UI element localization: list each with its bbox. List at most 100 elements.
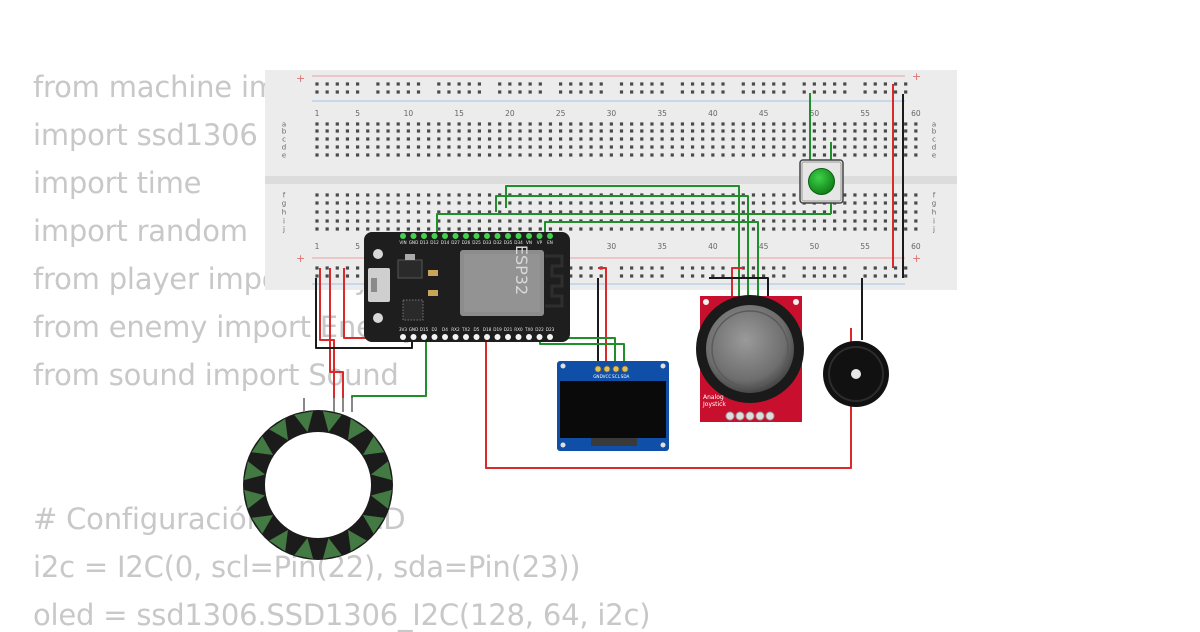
esp32-pin-bottom[interactable] bbox=[442, 334, 448, 340]
rail-hole[interactable] bbox=[833, 82, 837, 86]
breadboard-hole[interactable] bbox=[345, 227, 350, 231]
breadboard-hole[interactable] bbox=[812, 129, 816, 133]
breadboard-hole[interactable] bbox=[883, 129, 887, 133]
breadboard-hole[interactable] bbox=[893, 219, 898, 223]
breadboard-hole[interactable] bbox=[569, 210, 573, 214]
rail-hole[interactable] bbox=[843, 82, 847, 86]
rail-hole[interactable] bbox=[619, 274, 624, 278]
rail-hole[interactable] bbox=[650, 90, 654, 94]
rail-hole[interactable] bbox=[538, 90, 542, 94]
breadboard-hole[interactable] bbox=[751, 137, 756, 141]
breadboard-hole[interactable] bbox=[437, 137, 441, 141]
breadboard-hole[interactable] bbox=[650, 137, 654, 141]
breadboard-hole[interactable] bbox=[498, 137, 502, 141]
breadboard-hole[interactable] bbox=[609, 137, 613, 141]
rail-hole[interactable] bbox=[356, 90, 360, 94]
esp32-pin-bottom[interactable] bbox=[410, 334, 417, 340]
breadboard-hole[interactable] bbox=[427, 219, 431, 223]
breadboard-hole[interactable] bbox=[396, 145, 400, 149]
breadboard-hole[interactable] bbox=[569, 201, 573, 205]
breadboard-hole[interactable] bbox=[416, 129, 421, 133]
rail-hole[interactable] bbox=[386, 82, 390, 86]
esp32-pin-top[interactable] bbox=[452, 233, 459, 239]
breadboard-hole[interactable] bbox=[315, 210, 319, 214]
breadboard-hole[interactable] bbox=[893, 122, 898, 126]
breadboard-hole[interactable] bbox=[721, 153, 725, 157]
breadboard-hole[interactable] bbox=[914, 219, 918, 223]
breadboard-hole[interactable] bbox=[904, 129, 908, 133]
breadboard-hole[interactable] bbox=[447, 193, 451, 197]
rail-hole[interactable] bbox=[325, 274, 329, 278]
rail-hole[interactable] bbox=[437, 82, 441, 86]
breadboard-hole[interactable] bbox=[498, 145, 502, 149]
breadboard-hole[interactable] bbox=[356, 129, 360, 133]
breadboard-hole[interactable] bbox=[528, 122, 532, 126]
breadboard-hole[interactable] bbox=[599, 153, 603, 157]
breadboard-hole[interactable] bbox=[528, 210, 532, 214]
breadboard-hole[interactable] bbox=[376, 153, 380, 157]
breadboard-hole[interactable] bbox=[822, 219, 827, 223]
rail-hole[interactable] bbox=[873, 266, 877, 270]
breadboard-hole[interactable] bbox=[416, 153, 421, 157]
breadboard-hole[interactable] bbox=[335, 137, 339, 141]
rail-hole[interactable] bbox=[883, 90, 887, 94]
rail-hole[interactable] bbox=[498, 90, 502, 94]
breadboard-hole[interactable] bbox=[812, 210, 816, 214]
rail-hole[interactable] bbox=[528, 90, 532, 94]
breadboard-hole[interactable] bbox=[467, 137, 471, 141]
breadboard-hole[interactable] bbox=[548, 210, 553, 214]
esp32-pin-top[interactable] bbox=[515, 233, 522, 239]
rail-hole[interactable] bbox=[812, 90, 816, 94]
breadboard-hole[interactable] bbox=[356, 219, 360, 223]
esp32-pin-bottom[interactable] bbox=[463, 334, 469, 340]
breadboard-hole[interactable] bbox=[883, 122, 887, 126]
breadboard-hole[interactable] bbox=[904, 145, 908, 149]
oled-pin[interactable] bbox=[621, 365, 629, 373]
breadboard-hole[interactable] bbox=[802, 145, 806, 149]
breadboard-hole[interactable] bbox=[711, 137, 715, 141]
breadboard-hole[interactable] bbox=[447, 129, 451, 133]
esp32-pin-bottom[interactable] bbox=[400, 334, 406, 340]
breadboard-hole[interactable] bbox=[396, 210, 400, 214]
breadboard-hole[interactable] bbox=[782, 145, 786, 149]
boot-button-icon[interactable] bbox=[373, 249, 383, 259]
breadboard-hole[interactable] bbox=[538, 227, 542, 231]
esp32-pin-top[interactable] bbox=[484, 233, 490, 239]
breadboard-hole[interactable] bbox=[508, 137, 512, 141]
breadboard-hole[interactable] bbox=[711, 201, 715, 205]
breadboard-hole[interactable] bbox=[741, 137, 745, 141]
breadboard-hole[interactable] bbox=[386, 193, 390, 197]
breadboard-hole[interactable] bbox=[843, 210, 847, 214]
breadboard-hole[interactable] bbox=[548, 201, 553, 205]
breadboard-hole[interactable] bbox=[559, 145, 563, 149]
rail-hole[interactable] bbox=[883, 82, 887, 86]
breadboard-hole[interactable] bbox=[335, 227, 339, 231]
breadboard-hole[interactable] bbox=[477, 129, 481, 133]
breadboard-hole[interactable] bbox=[589, 210, 593, 214]
breadboard-hole[interactable] bbox=[518, 210, 522, 214]
breadboard-hole[interactable] bbox=[467, 129, 471, 133]
breadboard-hole[interactable] bbox=[701, 137, 705, 141]
breadboard-hole[interactable] bbox=[772, 219, 776, 223]
breadboard-hole[interactable] bbox=[772, 137, 776, 141]
rail-hole[interactable] bbox=[437, 90, 441, 94]
breadboard-hole[interactable] bbox=[589, 137, 593, 141]
breadboard-hole[interactable] bbox=[630, 153, 634, 157]
breadboard-hole[interactable] bbox=[619, 201, 624, 205]
rail-hole[interactable] bbox=[873, 82, 877, 86]
breadboard-hole[interactable] bbox=[366, 227, 370, 231]
breadboard-hole[interactable] bbox=[498, 219, 502, 223]
breadboard-hole[interactable] bbox=[406, 201, 410, 205]
esp32-pin-top[interactable] bbox=[442, 233, 448, 239]
rail-hole[interactable] bbox=[680, 90, 684, 94]
reset-button-icon[interactable] bbox=[373, 313, 383, 323]
breadboard-hole[interactable] bbox=[376, 129, 380, 133]
breadboard-hole[interactable] bbox=[528, 153, 532, 157]
breadboard-hole[interactable] bbox=[579, 227, 583, 231]
breadboard-hole[interactable] bbox=[751, 210, 756, 214]
rail-hole[interactable] bbox=[833, 266, 837, 270]
rail-hole[interactable] bbox=[579, 274, 583, 278]
rail-hole[interactable] bbox=[822, 274, 827, 278]
rail-hole[interactable] bbox=[335, 90, 339, 94]
breadboard-hole[interactable] bbox=[680, 210, 684, 214]
